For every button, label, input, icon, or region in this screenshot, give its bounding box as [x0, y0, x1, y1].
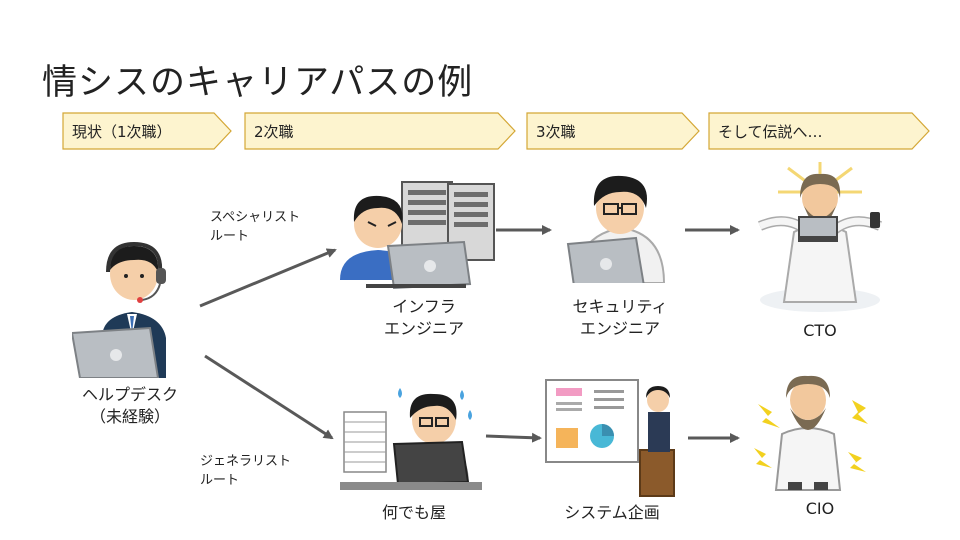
- page-title: 情シスのキャリアパスの例: [42, 63, 474, 103]
- node-nandemoya: 何でも屋: [381, 503, 446, 522]
- nandemoya-illustration: [340, 388, 482, 490]
- route-line: ルート: [200, 473, 240, 488]
- arrow-nandemoya-to-planning: [485, 432, 542, 443]
- cio-thunder-god-illustration: [754, 375, 868, 491]
- route-specialist: スペシャリスト ルート: [210, 208, 300, 246]
- node-line: インフラ: [392, 297, 456, 316]
- node-system-planning: システム企画: [564, 503, 660, 522]
- node-cio: CIO: [805, 499, 835, 518]
- stage-second: 2次職: [244, 112, 516, 150]
- security-engineer-illustration: [566, 175, 666, 283]
- cto-legend-illustration: [758, 162, 882, 312]
- route-generalist: ジェネラリスト ルート: [200, 452, 291, 490]
- node-line: エンジニア: [579, 319, 660, 338]
- node-security-engineer: セキュリティ エンジニア: [556, 296, 684, 340]
- node-infra-engineer: インフラ エンジニア: [360, 296, 488, 340]
- infra-engineer-illustration: [340, 181, 495, 290]
- stage-label: そして伝説へ…: [718, 123, 823, 141]
- route-line: ジェネラリスト: [200, 454, 292, 469]
- arrow-helpdesk-to-nandemoya: [204, 354, 334, 440]
- route-line: ルート: [210, 229, 250, 244]
- node-line: エンジニア: [383, 319, 464, 338]
- stage-chevron-shape: [244, 112, 516, 150]
- helpdesk-illustration: [72, 241, 166, 378]
- stage-chevron-shape: [526, 112, 700, 150]
- stage-current: 現状（1次職）: [62, 112, 232, 150]
- stage-chevron-shape: [708, 112, 930, 150]
- node-helpdesk: ヘルプデスク （未経験）: [66, 384, 194, 428]
- node-cto: CTO: [803, 321, 837, 340]
- node-line: ヘルプデスク: [81, 385, 178, 404]
- arrow-helpdesk-to-infra: [199, 248, 337, 308]
- stage-chevron-shape: [62, 112, 232, 150]
- stage-label: 2次職: [254, 123, 294, 141]
- node-line: セキュリティ: [572, 297, 668, 316]
- stage-legend: そして伝説へ…: [708, 112, 930, 150]
- stage-label: 3次職: [536, 123, 576, 141]
- stage-label: 現状（1次職）: [72, 123, 172, 141]
- node-line: （未経験）: [89, 407, 170, 426]
- planning-illustration: [545, 379, 675, 497]
- stage-third: 3次職: [526, 112, 700, 150]
- route-line: スペシャリスト: [210, 210, 301, 225]
